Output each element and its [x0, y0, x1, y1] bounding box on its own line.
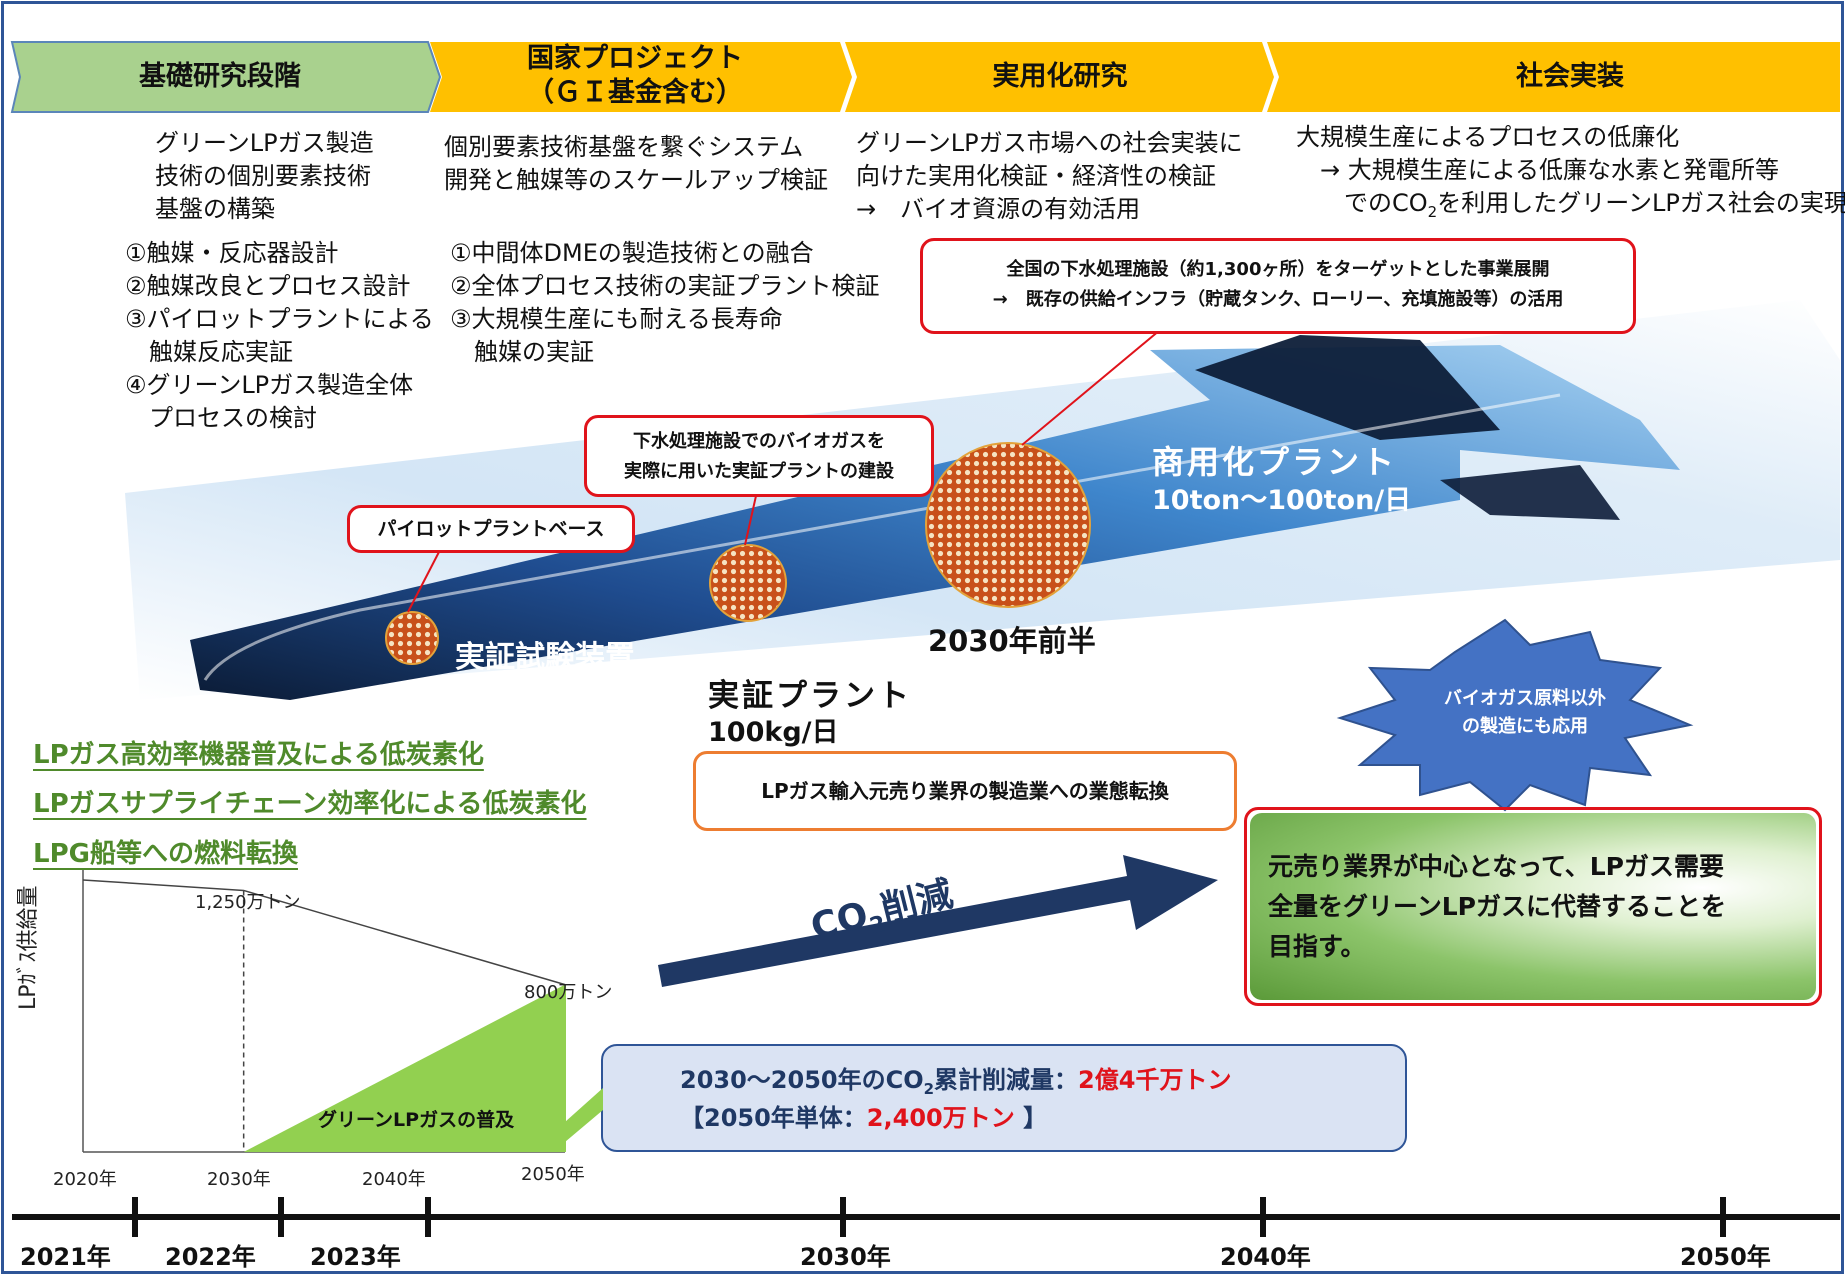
green-link-efficiency: LPガス高効率機器普及による低炭素化 [33, 740, 484, 770]
chart-green-lp-label: グリーンLPガスの普及 [318, 1109, 515, 1131]
label-demo-plant: 実証プラント [708, 678, 912, 714]
phase-label-basic: 基礎研究段階 [139, 61, 301, 92]
phase-chevrons [10, 41, 1840, 113]
goal-box [1250, 813, 1816, 1000]
timeline-2022: 2022年 [165, 1243, 256, 1271]
arrow-highlight-line [203, 393, 1561, 681]
chart-annotation-800: 800万トン [524, 982, 613, 1003]
timeline-2040: 2040年 [1220, 1243, 1311, 1271]
phase-label-practical: 実用化研究 [992, 61, 1128, 92]
phase-label-social: 社会実装 [1516, 61, 1624, 92]
arrow-dark-notch-bottom [1440, 465, 1620, 520]
reduction-box [601, 1044, 1407, 1152]
chart-xtick-2030: 2030年 [207, 1169, 271, 1190]
label-test-device: 実証試験装置 [455, 640, 635, 675]
reduction-line1: 2030～2050年のCO2累計削減量：2億4千万トン [680, 1066, 1232, 1098]
chart-annotation-1250: 1,250万トン [195, 892, 301, 913]
goal-box-outer [1244, 807, 1822, 1006]
timeline-2050: 2050年 [1680, 1243, 1771, 1271]
commercial-circle [925, 442, 1091, 608]
callout-sewage: 下水処理施設でのバイオガスを 実際に用いた実証プラントの建設 [584, 415, 934, 497]
phase-chevron-basic [10, 41, 442, 113]
chart-connector [565, 1088, 603, 1142]
label-test-device-capacity: 10kg/日 [455, 678, 567, 709]
label-commercial-capacity: 10ton～100ton/日 [1152, 485, 1412, 516]
timeline-2023: 2023年 [310, 1243, 401, 1271]
phase-chevron-social [1267, 42, 1840, 112]
green-link-supply-chain: LPガスサプライチェーン効率化による低炭素化 [33, 789, 587, 819]
label-demo-plant-capacity: 100kg/日 [708, 717, 839, 748]
phase-label-national: 国家プロジェクト （ＧＩ基金含む） [527, 43, 743, 108]
reduction-line2: 【2050年単体：2,400万トン 】 [680, 1104, 1048, 1132]
desc-basic: グリーンLPガス製造 技術の個別要素技術 基盤の構築 [155, 129, 374, 223]
arrow-dark-notch-top [1195, 335, 1500, 440]
phase-chevron-practical [845, 42, 1274, 112]
pilot-circle [385, 611, 439, 665]
callout-nationwide: 全国の下水処理施設（約1,300ヶ所）をターゲットとした事業展開 → 既存の供給… [920, 238, 1636, 334]
chart-xtick-2020: 2020年 [53, 1169, 117, 1190]
label-early-2030: 2030年前半 [928, 624, 1096, 658]
timeline-2021: 2021年 [20, 1243, 111, 1271]
desc-national: 個別要素技術基盤を繋ぐシステム 開発と触媒等のスケールアップ検証 [444, 133, 828, 194]
timeline-2030: 2030年 [800, 1243, 891, 1271]
callout-industry: LPガス輸入元売り業界の製造業への業態転換 [693, 751, 1237, 831]
chart-green-lp-area [243, 984, 565, 1152]
label-commercial-plant: 商用化プラント [1152, 443, 1398, 481]
demo-circle [709, 544, 787, 622]
burst-shape [1336, 618, 1694, 812]
list-basic: ①触媒・反応器設計 ②触媒改良とプロセス設計 ③パイロットプラントによる 触媒反… [125, 239, 434, 432]
chart-xtick-2050: 2050年 [521, 1164, 585, 1185]
list-national: ①中間体DMEの製造技術との融合 ②全体プロセス技術の実証プラント検証 ③大規模… [450, 239, 880, 366]
callout-pilot: パイロットプラントベース [347, 505, 635, 553]
goal-text: 元売り業界が中心となって、LPガス需要 全量をグリーンLPガスに代替することを … [1268, 852, 1727, 961]
burst-text: バイオガス原料以外 の製造にも応用 [1444, 688, 1606, 737]
green-link-fuel-conversion: LPG船等への燃料転換 [33, 839, 298, 869]
desc-social: 大規模生産によるプロセスの低廉化 → 大規模生産による低廉な水素と発電所等 での… [1296, 123, 1845, 221]
desc-practical: グリーンLPガス市場への社会実装に 向けた実用化検証・経済性の検証 → バイオ資… [856, 129, 1243, 223]
chart-xtick-2040: 2040年 [362, 1169, 426, 1190]
phase-chevron-national [430, 42, 852, 112]
